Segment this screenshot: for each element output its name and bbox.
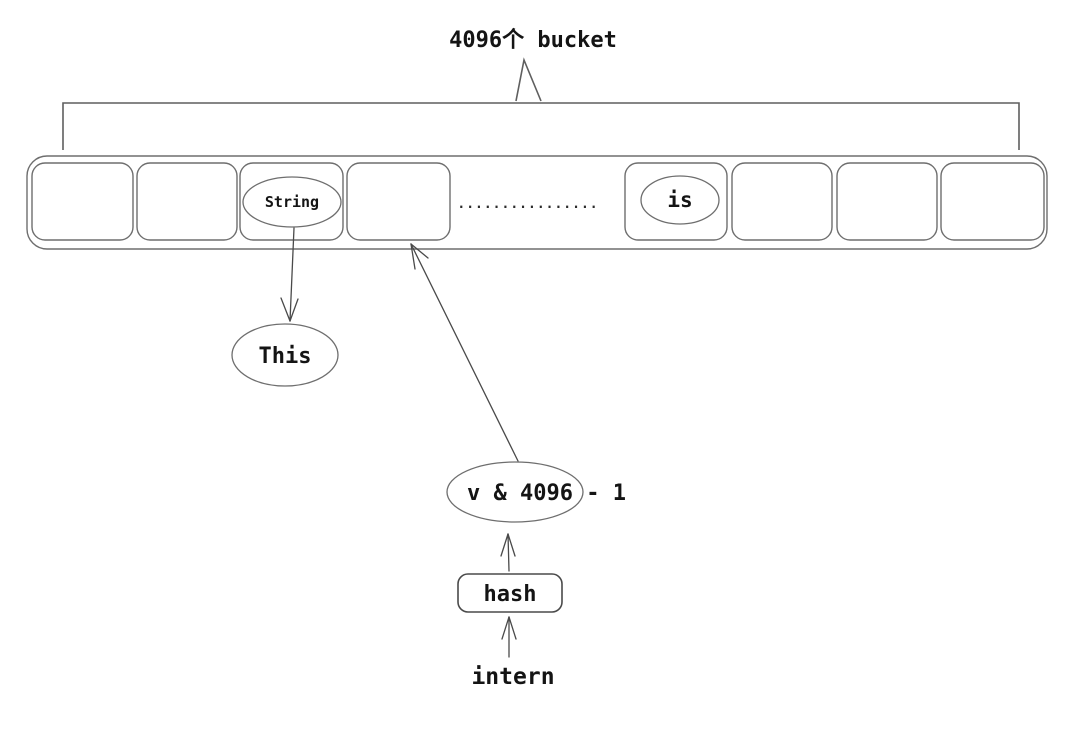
bucket-cell [731, 162, 833, 241]
arrow-index-to-bucket [410, 243, 519, 462]
is-entry-ellipse [640, 175, 720, 225]
index-expression-label: v & 4096 - 1 [467, 481, 626, 506]
this-node-label: This [259, 344, 312, 369]
ellipsis-dots: ................ [457, 197, 598, 212]
arrow-hash-to-index [500, 533, 516, 572]
bucket-cell [836, 162, 938, 241]
string-entry-ellipse [242, 176, 342, 228]
intern-label: intern [471, 664, 554, 690]
string-entry-label: String [265, 193, 319, 211]
hash-box [457, 573, 563, 613]
index-expression-ellipse [446, 461, 584, 523]
arrow-string-to-this [280, 227, 299, 322]
arrow-intern-to-hash [501, 616, 517, 658]
bucket-count-title: 4096个 bucket [449, 28, 617, 53]
is-entry-label: is [667, 188, 692, 212]
array-span-bracket [62, 102, 1020, 150]
bucket-cell-string [239, 162, 344, 241]
bucket-cell [136, 162, 238, 241]
this-node-ellipse [231, 323, 339, 387]
bucket-cell-target [346, 162, 451, 241]
hash-label: hash [484, 582, 537, 607]
brace-peak-icon [515, 57, 542, 102]
bucket-cell [31, 162, 134, 241]
bucket-cell [940, 162, 1045, 241]
